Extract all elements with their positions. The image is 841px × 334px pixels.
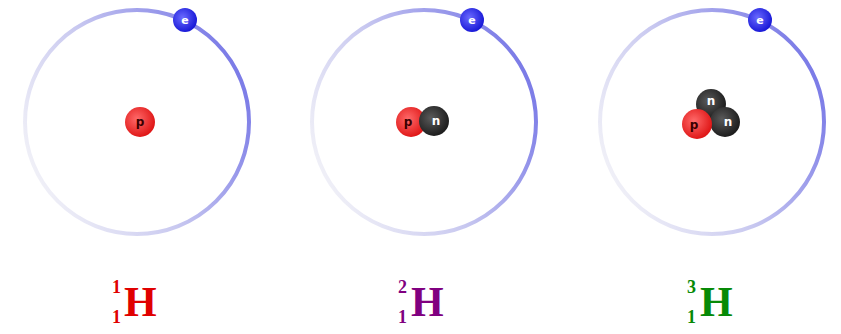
electron-orbit	[600, 10, 824, 234]
atomic-number: 1	[112, 308, 121, 326]
neutron-letter: n	[724, 116, 733, 128]
mass-number: 2	[398, 278, 407, 296]
electron-orbit	[25, 10, 249, 234]
element-symbol: H	[700, 281, 733, 323]
electron-letter: e	[181, 15, 188, 26]
neutron-letter: n	[432, 115, 441, 127]
electron-ball	[748, 8, 772, 32]
electron-letter: e	[468, 15, 475, 26]
neutron-particle: n	[710, 107, 740, 137]
element-symbol: H	[124, 281, 157, 323]
mass-number: 3	[687, 278, 696, 296]
neutron-ball	[710, 107, 740, 137]
proton-ball	[682, 109, 712, 139]
mass-number: 1	[112, 278, 121, 296]
element-symbol: H	[411, 281, 444, 323]
electron-orbit	[312, 10, 536, 234]
electron-letter: e	[756, 15, 763, 26]
electron-particle: e	[748, 8, 772, 32]
neutron-letter: n	[707, 95, 716, 107]
electron-ball	[173, 8, 197, 32]
proton-ball	[125, 107, 155, 137]
proton-letter: p	[404, 116, 413, 128]
electron-ball	[460, 8, 484, 32]
electron-particle: e	[460, 8, 484, 32]
atomic-number: 1	[687, 308, 696, 326]
neutron-ball	[419, 106, 449, 136]
atomic-number: 1	[398, 308, 407, 326]
proton-letter: p	[690, 119, 699, 131]
neutron-particle: n	[419, 106, 449, 136]
proton-letter: p	[136, 116, 145, 128]
electron-particle: e	[173, 8, 197, 32]
proton-particle: p	[682, 109, 712, 139]
proton-particle: p	[125, 107, 155, 137]
